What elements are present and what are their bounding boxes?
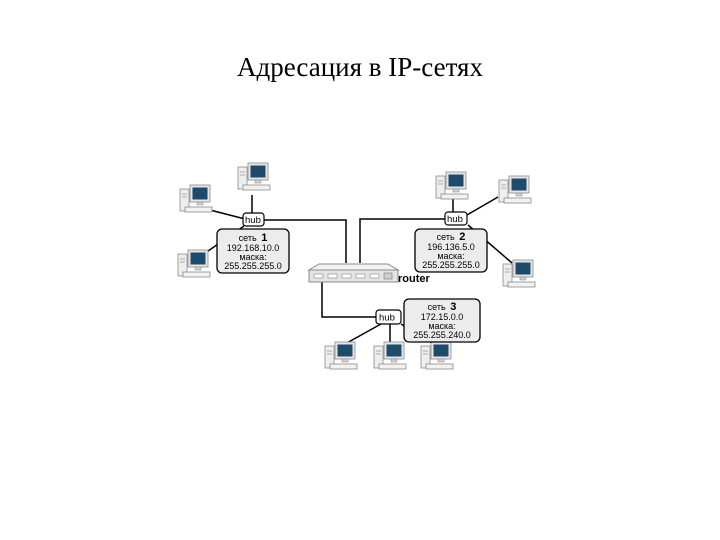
network-mask: 255.255.255.0 bbox=[224, 261, 282, 271]
network-number: 1 bbox=[261, 232, 267, 244]
link-hub1-router bbox=[264, 219, 347, 263]
network-address: 172.15.0.0 bbox=[421, 312, 464, 322]
network-name-prefix: сеть bbox=[239, 233, 257, 243]
desktop-computer-icon bbox=[420, 341, 454, 370]
network-name-prefix: сеть bbox=[428, 302, 446, 312]
router-label: router bbox=[398, 273, 431, 285]
desktop-computer-icon bbox=[435, 171, 469, 200]
link-hub2-router bbox=[359, 218, 446, 263]
network-number: 2 bbox=[459, 231, 465, 243]
hub-label: hub bbox=[245, 215, 261, 226]
network-address: 196.136.5.0 bbox=[427, 242, 475, 252]
network-3-box: сеть 3 172.15.0.0 маска: 255.255.240.0 bbox=[403, 298, 481, 343]
network-mask: 255.255.240.0 bbox=[413, 330, 471, 340]
link-hub2-pc-b bbox=[466, 196, 499, 216]
svg-text:сеть 3: сеть 3 bbox=[428, 301, 457, 313]
router-icon bbox=[307, 263, 400, 283]
desktop-computer-icon bbox=[179, 184, 213, 213]
hub-label: hub bbox=[447, 214, 463, 225]
desktop-computer-icon bbox=[177, 249, 211, 278]
desktop-computer-icon bbox=[502, 259, 536, 288]
desktop-computer-icon bbox=[324, 341, 358, 370]
network-2-box: сеть 2 196.136.5.0 маска: 255.255.255.0 bbox=[414, 228, 488, 273]
svg-text:сеть 1: сеть 1 bbox=[239, 232, 268, 244]
network-address: 192.168.10.0 bbox=[227, 243, 280, 253]
link-router-hub3 bbox=[321, 281, 376, 318]
mask-label: маска: bbox=[239, 252, 266, 262]
mask-label: маска: bbox=[428, 321, 455, 331]
network-1-box: сеть 1 192.168.10.0 маска: 255.255.255.0 bbox=[216, 228, 290, 274]
hub-icon: hub bbox=[375, 309, 402, 325]
svg-text:сеть 2: сеть 2 bbox=[437, 231, 466, 243]
network-name-prefix: сеть bbox=[437, 232, 455, 242]
network-number: 3 bbox=[450, 301, 456, 313]
hub-icon: hub bbox=[444, 211, 468, 226]
link-hub1-pc-a bbox=[209, 209, 246, 220]
hub-label: hub bbox=[379, 313, 395, 324]
slide-title: Адресация в IP-сетях bbox=[237, 52, 483, 82]
hub-icon: hub bbox=[242, 212, 265, 227]
network-mask: 255.255.255.0 bbox=[422, 260, 480, 270]
mask-label: маска: bbox=[437, 251, 464, 261]
desktop-computer-icon bbox=[237, 162, 271, 191]
desktop-computer-icon bbox=[498, 175, 532, 204]
desktop-computer-icon bbox=[373, 341, 407, 370]
link-hub3-pc-a bbox=[344, 323, 382, 345]
